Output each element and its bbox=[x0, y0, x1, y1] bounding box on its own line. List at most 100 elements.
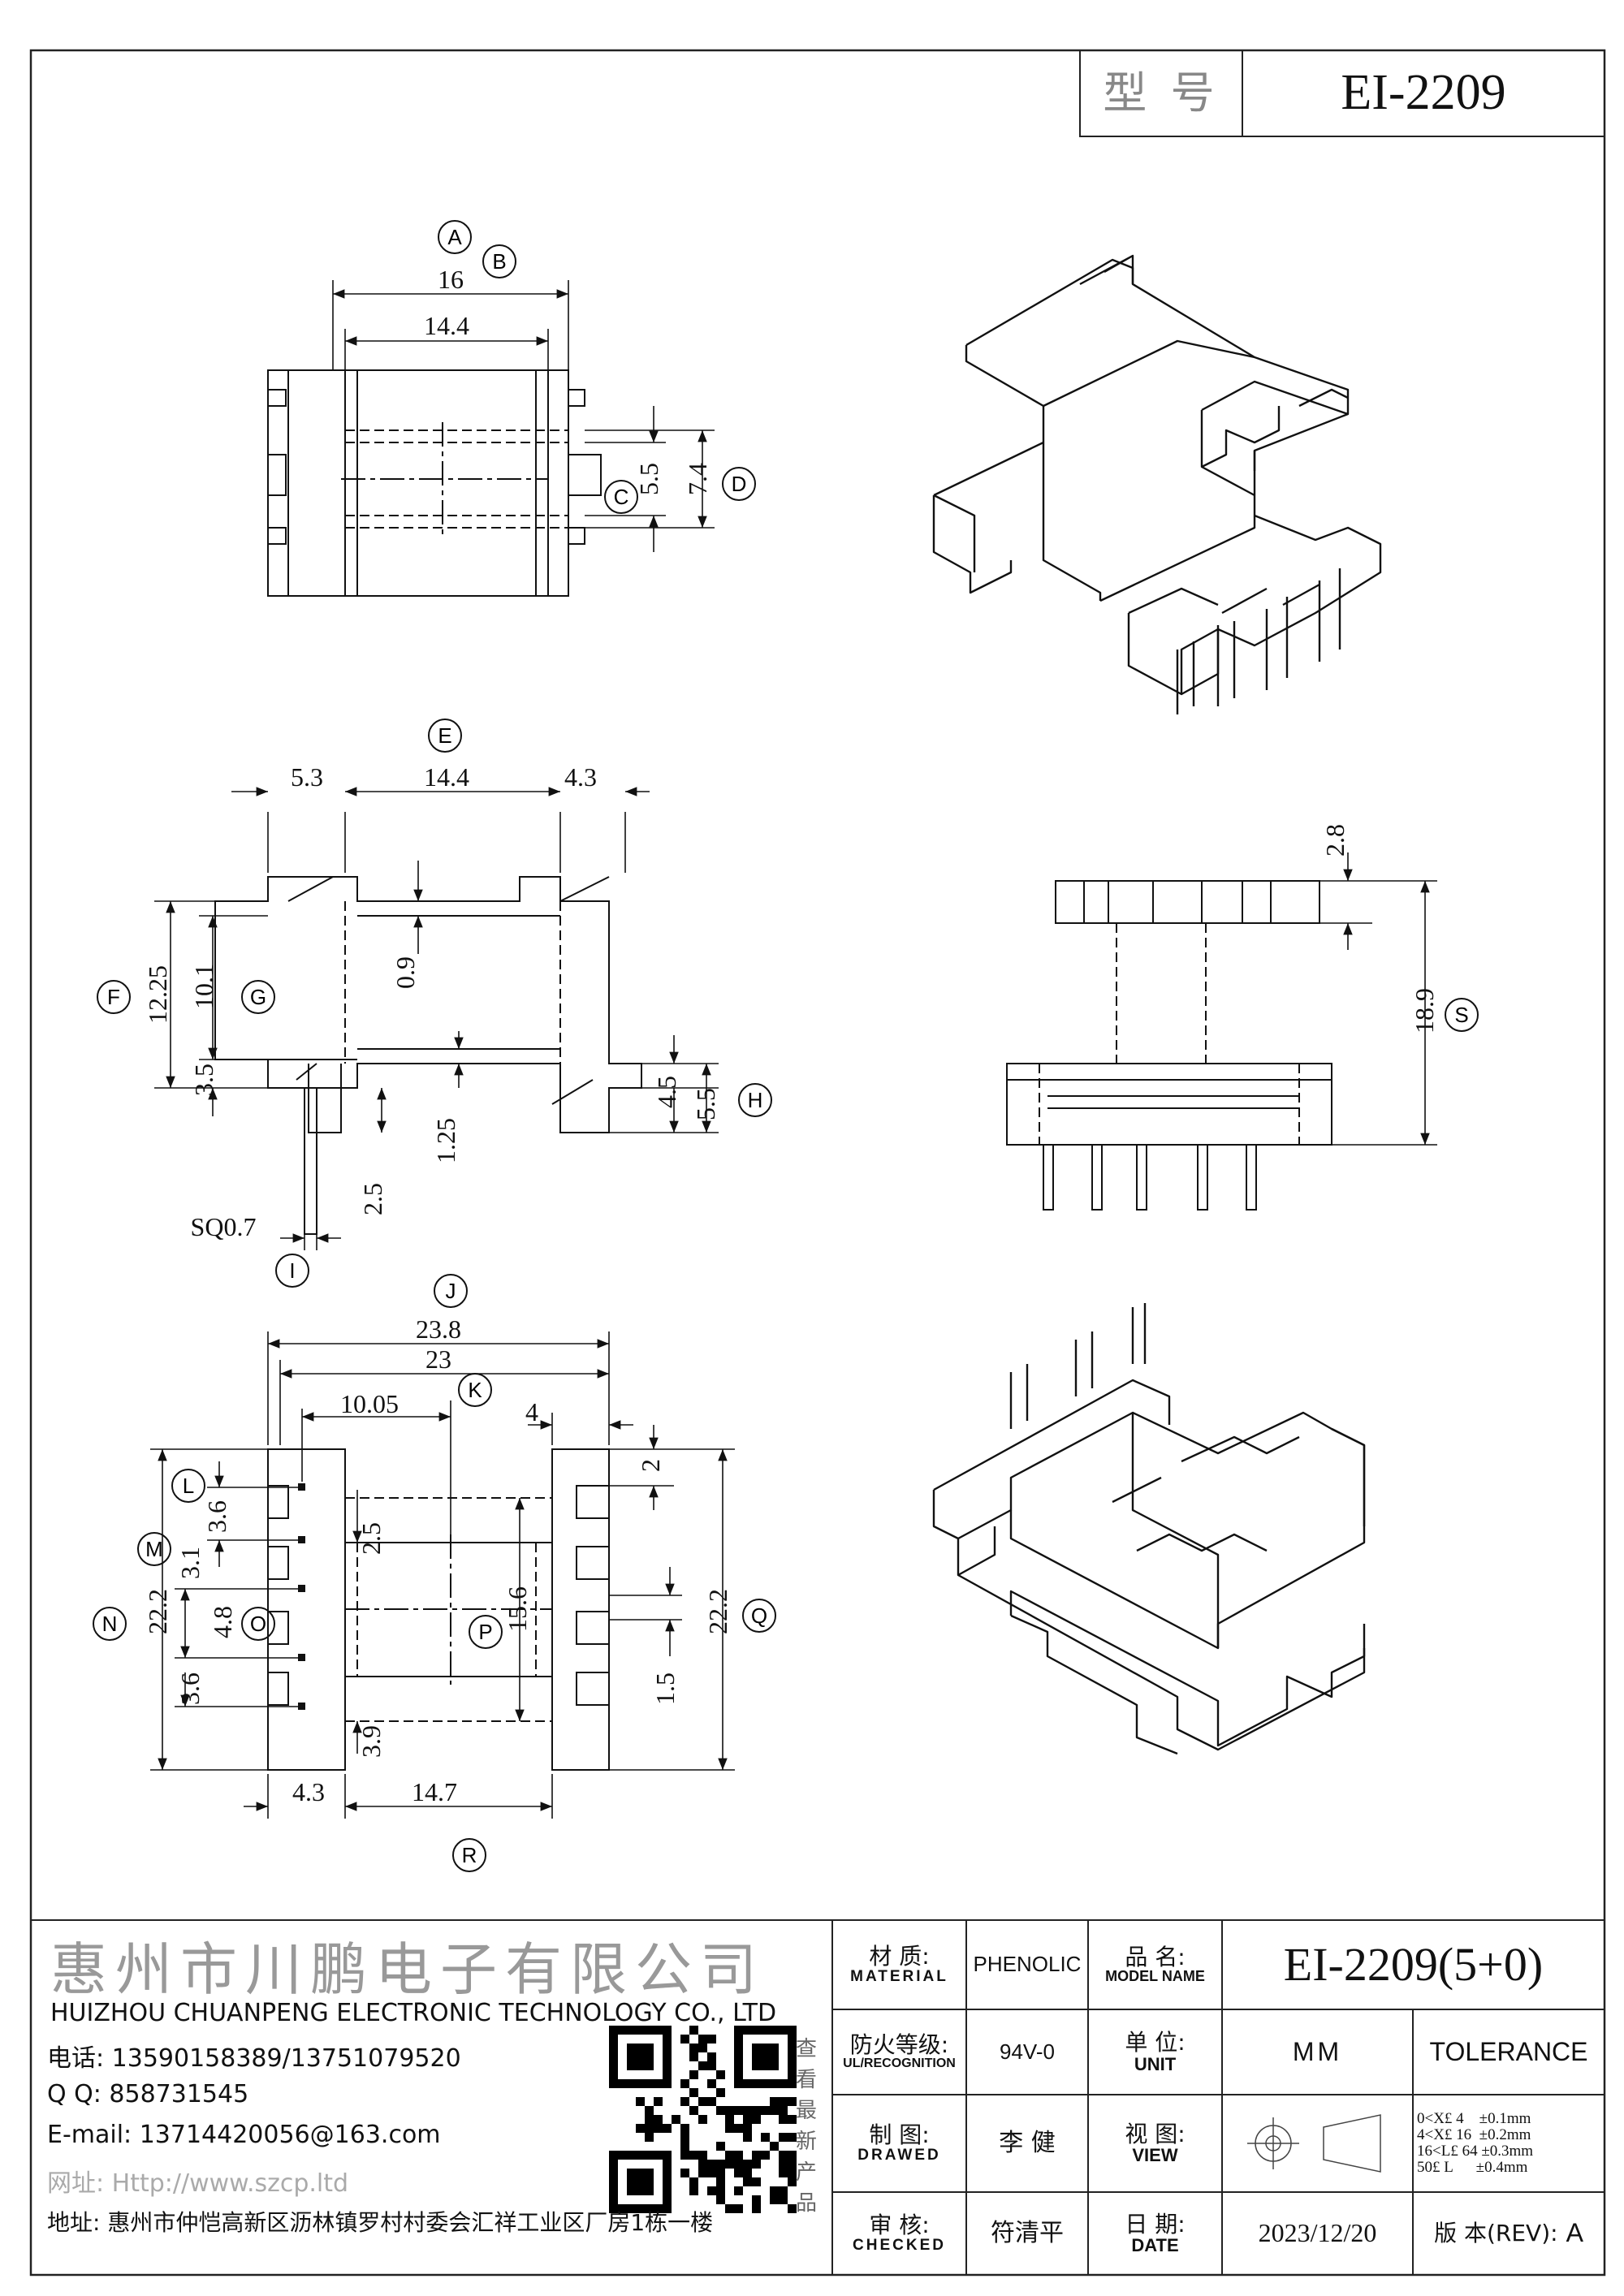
dimension-value: 12.25 bbox=[143, 965, 172, 1024]
side-view bbox=[214, 876, 642, 1235]
qr-code bbox=[609, 2026, 797, 2213]
dimension-value: 4.3 bbox=[292, 1777, 325, 1806]
dimension-value: 0.9 bbox=[391, 956, 420, 989]
company-qq: Q Q: 858731545 bbox=[47, 2080, 249, 2108]
revision-value: A bbox=[1566, 2218, 1583, 2248]
end-view-dimensions bbox=[1320, 852, 1437, 1146]
dimension-value: 16 bbox=[438, 265, 464, 294]
dimension-value: 15.6 bbox=[503, 1586, 532, 1632]
title-block bbox=[31, 1919, 1605, 2275]
svg-text:B: B bbox=[492, 249, 506, 274]
end-view bbox=[1006, 880, 1332, 1211]
svg-text:J: J bbox=[446, 1279, 456, 1303]
isometric-view-top bbox=[932, 254, 1382, 714]
callout-marker: B bbox=[482, 244, 516, 278]
top-view bbox=[267, 369, 602, 597]
header-box bbox=[1079, 50, 1605, 137]
dimension-value: 3.1 bbox=[175, 1547, 205, 1579]
dimension-value: 1.5 bbox=[650, 1672, 680, 1705]
dimension-value: 2.8 bbox=[1320, 824, 1350, 857]
material-label: 材 质: MATERIAL bbox=[850, 1943, 948, 1985]
company-name-cn: 惠州市川鹏电子有限公司 bbox=[50, 1936, 765, 2003]
dimension-value: 1.25 bbox=[431, 1118, 460, 1163]
callout-marker: R bbox=[452, 1838, 486, 1872]
tolerance-row: 4<X£ 16 ±0.2mm bbox=[1417, 2126, 1531, 2144]
dimension-value: 3.5 bbox=[189, 1064, 218, 1096]
dimension-value: 4.5 bbox=[652, 1076, 681, 1108]
bottom-view-dimensions bbox=[150, 1331, 735, 1819]
svg-text:C: C bbox=[614, 485, 629, 509]
revision: 版 本(REV): A bbox=[1413, 2192, 1605, 2275]
model-name-value: EI-2209(5+0) bbox=[1283, 1937, 1544, 1991]
callout-marker: Q bbox=[742, 1599, 776, 1633]
sheet-border bbox=[29, 49, 1606, 2277]
dimension-value: 5.3 bbox=[291, 762, 323, 792]
unit-value: MM bbox=[1292, 2036, 1343, 2066]
bottom-view bbox=[267, 1448, 610, 1771]
svg-text:O: O bbox=[250, 1612, 266, 1636]
fire-rating-label: 防火等级: UL/RECOGNITION bbox=[843, 2031, 956, 2070]
isometric-view-bottom bbox=[932, 1303, 1366, 1755]
dimension-value: 4 bbox=[525, 1397, 538, 1426]
callout-marker: P bbox=[469, 1615, 503, 1649]
dimension-value: 14.7 bbox=[412, 1777, 457, 1806]
view-label: 视 图: VIEW bbox=[1125, 2120, 1186, 2166]
callout-marker: J bbox=[434, 1274, 468, 1308]
svg-text:K: K bbox=[468, 1378, 482, 1402]
fire-rating-value: 94V-0 bbox=[1000, 2039, 1055, 2064]
callout-marker: G bbox=[241, 980, 275, 1014]
drawn-label: 制 图: DRAWED bbox=[857, 2121, 941, 2164]
svg-text:R: R bbox=[462, 1843, 477, 1867]
svg-text:A: A bbox=[447, 225, 462, 249]
svg-text:G: G bbox=[250, 985, 266, 1009]
dimension-value: 3.9 bbox=[356, 1725, 386, 1758]
top-view-dimensions bbox=[332, 280, 715, 552]
callout-marker: K bbox=[458, 1373, 492, 1407]
date-label: 日 期: DATE bbox=[1125, 2210, 1186, 2256]
material-value: PHENOLIC bbox=[973, 1952, 1082, 1977]
svg-text:N: N bbox=[102, 1612, 118, 1636]
callout-marker: O bbox=[241, 1607, 275, 1641]
svg-text:M: M bbox=[145, 1537, 163, 1561]
dimension-value: 10.1 bbox=[189, 964, 218, 1009]
side-view-dimensions bbox=[154, 787, 719, 1250]
dimension-value: 3.6 bbox=[175, 1672, 205, 1705]
dimension-value: 5.5 bbox=[634, 463, 663, 495]
callout-marker: L bbox=[171, 1469, 205, 1503]
dimension-value: 4.8 bbox=[208, 1606, 237, 1638]
model-number: EI-2209 bbox=[1341, 65, 1506, 121]
callout-marker: D bbox=[722, 467, 756, 501]
qr-caption: 查看最新产品 bbox=[796, 2037, 818, 2216]
tolerance-label: TOLERANCE bbox=[1429, 2036, 1588, 2066]
company-address: 地址: 惠州市仲恺高新区沥林镇罗村村委会汇祥工业区厂房1栋一楼 bbox=[47, 2209, 714, 2236]
date-value: 2023/12/20 bbox=[1258, 2218, 1377, 2248]
checked-value: 符清平 bbox=[991, 2219, 1064, 2248]
dimension-value: 14.4 bbox=[424, 762, 469, 792]
callout-marker: M bbox=[137, 1532, 171, 1566]
dimension-value: 2.5 bbox=[356, 1522, 386, 1555]
svg-text:I: I bbox=[289, 1258, 295, 1283]
callout-marker: S bbox=[1445, 998, 1479, 1032]
svg-text:L: L bbox=[183, 1474, 194, 1498]
tolerance-row: 0<X£ 4 ±0.1mm bbox=[1417, 2110, 1531, 2128]
dimension-value: 2.5 bbox=[358, 1183, 387, 1215]
unit-label: 单 位: UNIT bbox=[1125, 2029, 1186, 2074]
tolerance-row: 50£ L ±0.4mm bbox=[1417, 2158, 1528, 2176]
model-name-label: 品 名: MODEL NAME bbox=[1105, 1943, 1205, 1985]
company-phone: 电话: 13590158389/13751079520 bbox=[47, 2044, 461, 2073]
dimension-value: SQ0.7 bbox=[191, 1212, 257, 1241]
callout-marker: F bbox=[97, 980, 131, 1014]
callout-marker: N bbox=[93, 1607, 127, 1641]
company-website: 网址: Http://www.szcp.ltd bbox=[47, 2169, 349, 2198]
dimension-value: 5.5 bbox=[691, 1088, 720, 1120]
svg-text:D: D bbox=[732, 472, 747, 496]
dimension-value: 18.9 bbox=[1410, 988, 1439, 1034]
tolerance-table: 0<X£ 4 ±0.1mm 4<X£ 16 ±0.2mm 16<L£ 64 ±0… bbox=[1417, 2099, 1602, 2188]
svg-text:F: F bbox=[107, 985, 120, 1009]
dimension-value: 22.2 bbox=[143, 1589, 172, 1634]
projection-symbol bbox=[1247, 2114, 1381, 2173]
dimension-value: 2 bbox=[636, 1459, 665, 1472]
dimension-value: 23 bbox=[425, 1344, 451, 1374]
checked-label: 审 核: CHECKED bbox=[853, 2212, 946, 2254]
